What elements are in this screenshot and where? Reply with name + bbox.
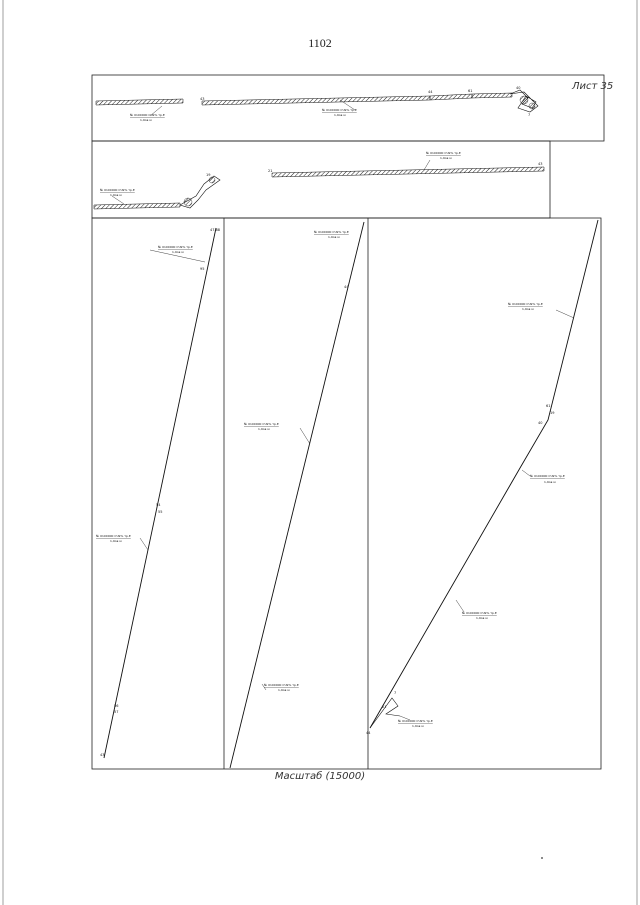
right-scan-edge [636, 0, 638, 905]
panel-3-vertex-e: 21 [382, 705, 386, 709]
middle-strip-pipe-label-2: № 0100000 СЧ9% тр.Е [426, 151, 461, 155]
middle-strip-length-label-1: 1,9ов м [110, 193, 122, 197]
panel-1-vertex-c: 54 [156, 503, 161, 507]
scale-caption: Масштаб (15000) [274, 771, 366, 782]
top-strip-vertex-d: 40 [516, 86, 520, 90]
middle-strip-pipe-label-1: № 0100000 СЧ9% тр.Е [100, 188, 135, 192]
panel-1-vertex-f: 57 [114, 710, 118, 714]
panel-3-length-label-1: 1,9ов м [522, 307, 534, 311]
top-strip-vertex-c: 61 [468, 89, 472, 93]
panel-2-length-label-2: 1,9ов м [258, 427, 270, 431]
main-panel-3-route [369, 219, 599, 729]
panel-1-vertex-e: 56 [114, 704, 118, 708]
middle-strip-vertex-c: 43 [538, 162, 542, 166]
middle-strip-vertex-a: 19 [206, 173, 210, 177]
panel-2-pipe-label-3: № 0100000 СЧ9% тр.Е [264, 683, 299, 687]
panel-2-pipe-label-2: № 0100000 СЧ9% тр.Е [244, 422, 279, 426]
panel-1-pipe-label-1: № 0100000 СЧ9% тр.Е [158, 245, 193, 249]
panel-1-vertex-g: 43 [100, 753, 104, 757]
panel-3-length-label-2: 1,9ов м [544, 480, 556, 484]
panel-2-pipe-label-1: № 0100000 СЧ9% тр.Е [314, 230, 349, 234]
top-strip-length-label-2: 1,9ов м [334, 113, 346, 117]
top-strip-vertex-b: 44 [428, 90, 433, 94]
main-panel-1-route [103, 227, 217, 759]
sheet-label: Лист 35 [572, 81, 614, 92]
panel-2-length-label-3: 1,9ов м [278, 688, 290, 692]
panel-3-vertex-b: 19 [550, 411, 554, 415]
panel-3-vertex-d: 7 [394, 691, 396, 695]
panel-3-pipe-label-3: № 0100000 СЧ9% тр.Е [462, 611, 497, 615]
panel-3-pipe-label-4: № 0100000 СЧ9% тр.Е [398, 719, 433, 723]
panel-2-length-label-1: 1,9ов м [328, 235, 340, 239]
panel-2-vertex-a: 44 [344, 285, 349, 289]
middle-strip-length-label-2: 1,9ов м [440, 156, 452, 160]
panel-3-pipe-label-1: № 0100000 СЧ9% тр.Е [508, 302, 543, 306]
main-panel-frame [91, 217, 602, 770]
panel-1-length-label-2: 1,9ов м [110, 539, 122, 543]
panel-3-length-label-4: 1,9ов м [412, 724, 424, 728]
middle-strip-vertex-b: 21 [268, 169, 272, 173]
page-number: 1102 [308, 36, 332, 50]
scan-speck [541, 857, 543, 859]
panel-3-vertex-a: 61 [546, 404, 550, 408]
panel-1-pipe-label-2: № 0100000 СЧ9% тр.Е [96, 534, 131, 538]
main-panel-2-route [229, 221, 365, 769]
middle-strip-route [93, 159, 545, 210]
panel-3-length-label-3: 1,9ов м [476, 616, 488, 620]
panel-3-vertex-f: 44 [366, 731, 371, 735]
top-strip-vertex-a: 43 [200, 97, 204, 101]
top-strip-vertex-e: 7 [528, 113, 530, 117]
panel-1-vertex-a: 47.68 [210, 228, 220, 232]
top-strip-pipe-label-2: № 0100000 СЧ9% тр.Е [322, 108, 357, 112]
top-strip-length-label-1: 1,9ов м [140, 118, 152, 122]
panel-3-pipe-label-2: № 0100000 СЧ9% тр.Е [530, 474, 565, 478]
left-scan-edge [2, 0, 4, 905]
panel-1-length-label-1: 1,9ов м [172, 250, 184, 254]
panel-1-vertex-b: 95 [200, 267, 204, 271]
top-strip-route [95, 89, 539, 117]
top-strip-pipe-label-1: № 0100000 СЧ9% тр.Е [130, 113, 165, 117]
panel-1-vertex-d: 55 [158, 510, 162, 514]
panel-3-vertex-c: 40 [538, 421, 542, 425]
